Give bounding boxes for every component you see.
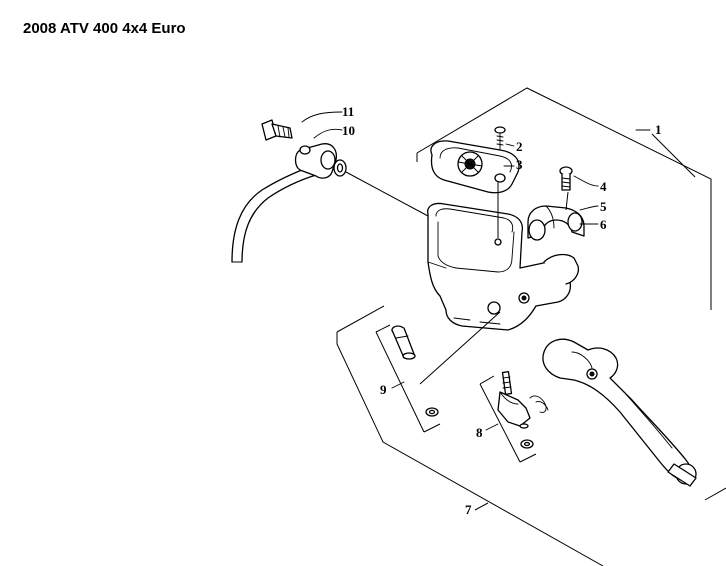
assembly-7-bracket [336, 305, 726, 566]
callout-2: 2 [516, 139, 523, 154]
callout-9: 9 [380, 382, 387, 397]
pivot-bolt [391, 325, 416, 360]
callout-5: 5 [600, 199, 607, 214]
callout-7: 7 [465, 502, 472, 517]
pivot-nut [425, 407, 439, 417]
page-title: 2008 ATV 400 4x4 Euro [23, 20, 186, 37]
callout-10: 10 [342, 123, 355, 138]
brake-lever [542, 338, 697, 487]
switch-bracket [479, 375, 537, 463]
master-cylinder-body [427, 202, 580, 331]
reservoir-cover [430, 140, 520, 194]
clamp-alignment-line [565, 191, 569, 211]
brake-switch [497, 371, 549, 429]
pivot-alignment-line [419, 311, 501, 385]
assembly-1-bracket [416, 87, 712, 310]
callout-11: 11 [342, 104, 354, 119]
clamp-screw [559, 166, 573, 191]
pivot-bracket [375, 324, 441, 433]
bolt-assembly-line [345, 171, 429, 217]
sealing-washer [333, 159, 347, 177]
callout-1: 1 [655, 122, 662, 137]
callout-8: 8 [476, 425, 483, 440]
brake-hose [231, 165, 317, 263]
banjo-bolt [261, 119, 293, 141]
banjo-fitting [294, 143, 338, 179]
callout-3: 3 [516, 157, 523, 172]
handlebar-clamp [527, 205, 585, 241]
cover-screw [494, 126, 506, 151]
callout-6: 6 [600, 217, 607, 232]
switch-nut [520, 439, 534, 449]
leader-lines [301, 111, 651, 431]
callout-4: 4 [600, 179, 607, 194]
